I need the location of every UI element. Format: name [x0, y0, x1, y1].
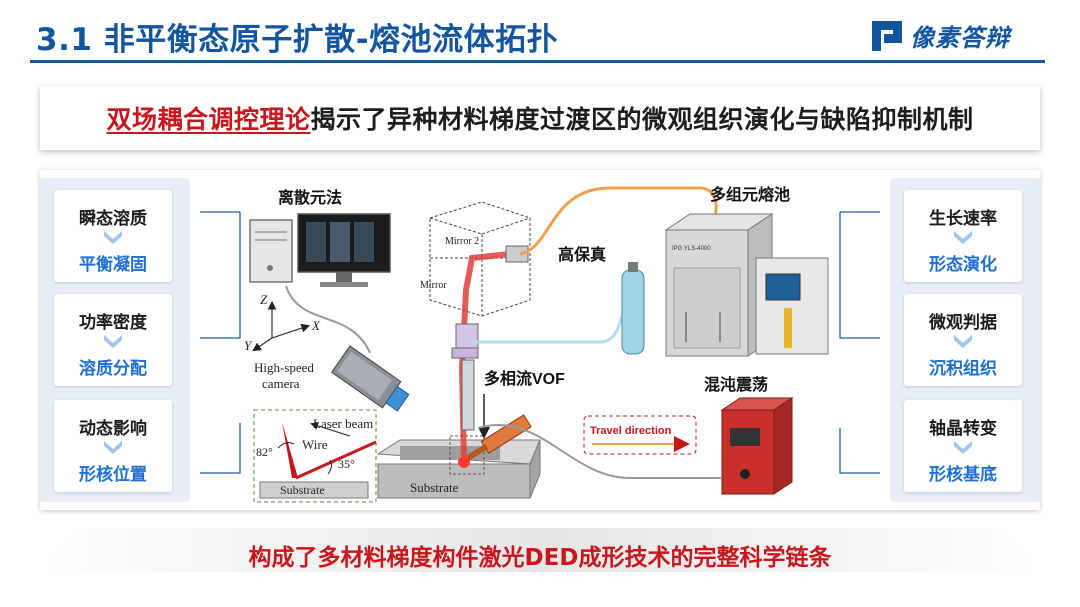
card-bottom-label: 形核基底 [929, 465, 997, 485]
gas-cylinder-icon [621, 262, 645, 355]
label-multi-pool: 多组元熔池 [710, 185, 790, 204]
label-vof: 多相流VOF [484, 369, 565, 388]
card-top-label: 轴晶转变 [929, 419, 997, 439]
chevron-down-icon [54, 332, 172, 350]
card-bottom-label: 形态演化 [929, 255, 997, 275]
laser-source-icon [664, 213, 829, 357]
mirror2-label: Mirror 2 [445, 236, 479, 247]
gas-line [472, 287, 632, 344]
card-bottom-label: 溶质分配 [79, 359, 147, 379]
label-high-fidelity: 高保真 [558, 245, 606, 264]
left-panel: 瞬态溶质 平衡凝固 功率密度 溶质分配 动态影响 形核位置 [40, 178, 190, 502]
subtitle-box: 双场耦合调控理论揭示了异种材料梯度过渡区的微观组织演化与缺陷抑制机制 [40, 86, 1040, 150]
left-card: 瞬态溶质 平衡凝固 [54, 190, 172, 282]
high-speed-camera-icon [330, 345, 410, 412]
logo: 像素答辩 [870, 18, 1010, 53]
card-top-label: 生长速率 [929, 209, 997, 229]
footer-banner: 构成了多材料梯度构件激光DED成形技术的完整科学链条 [40, 528, 1040, 584]
right-card: 微观判据 沉积组织 [904, 294, 1022, 386]
connector-arrows [200, 211, 880, 474]
card-top-label: 动态影响 [79, 419, 147, 439]
ipg-label: IPG YLS-4000 [672, 246, 711, 252]
axis-y-label: Y [244, 338, 253, 353]
subtitle-rest: 揭示了异种材料梯度过渡区的微观组织演化与缺陷抑制机制 [310, 105, 974, 134]
axis-z-label: Z [260, 292, 268, 307]
chevron-down-icon [904, 228, 1022, 246]
left-card: 功率密度 溶质分配 [54, 294, 172, 386]
right-card: 轴晶转变 形核基底 [904, 400, 1022, 492]
fiber-cable [519, 186, 718, 256]
subtitle: 双场耦合调控理论揭示了异种材料梯度过渡区的微观组织演化与缺陷抑制机制 [106, 100, 973, 136]
travel-direction-label: Travel direction [590, 425, 672, 437]
mirror-label: Mirror [420, 280, 447, 291]
chevron-down-icon [54, 438, 172, 456]
camera-label-line1: High-speed [254, 360, 314, 375]
angle-82-label: 82° [256, 445, 273, 459]
camera-cable [285, 285, 371, 354]
computer-icon [249, 213, 391, 287]
right-panel: 生长速率 形态演化 微观判据 沉积组织 轴晶转变 形核基底 [890, 178, 1040, 502]
label-discrete-element: 离散元法 [278, 188, 342, 207]
right-card: 生长速率 形态演化 [904, 190, 1022, 282]
card-top-label: 功率密度 [79, 313, 147, 333]
subtitle-highlight: 双场耦合调控理论 [106, 105, 311, 134]
footer-text: 构成了多材料梯度构件激光DED成形技术的完整科学链条 [248, 545, 832, 571]
footer-decoration [40, 528, 1040, 572]
logo-icon [870, 19, 906, 53]
chevron-down-icon [54, 228, 172, 246]
substrate-main-label: Substrate [410, 480, 459, 495]
wire-label: Wire [302, 437, 328, 452]
angle-35-label: 35° [338, 457, 355, 471]
chevron-down-icon [904, 438, 1022, 456]
card-top-label: 微观判据 [929, 313, 997, 333]
controller-icon [720, 397, 794, 495]
title-divider [30, 60, 1045, 63]
wire-feeder-icon [466, 414, 532, 461]
card-bottom-label: 沉积组织 [929, 359, 997, 379]
header: 3.1 非平衡态原子扩散-熔池流体拓扑 像素答辩 [0, 0, 1080, 70]
logo-text: 像素答辩 [910, 24, 1010, 52]
substrate-inset-label: Substrate [280, 483, 325, 497]
controller-cable [477, 424, 722, 480]
card-bottom-label: 形核位置 [79, 465, 147, 485]
axis-x-label: X [311, 318, 321, 333]
laser-beam-label: Laser beam [313, 416, 373, 431]
ded-setup-diagram: 离散元法 Z X Y High-speed camera L [200, 185, 880, 503]
page-title: 3.1 非平衡态原子扩散-熔池流体拓扑 [36, 22, 559, 58]
card-bottom-label: 平衡凝固 [79, 255, 147, 275]
coordinate-axes [252, 300, 311, 352]
label-mixing: 混沌震荡 [704, 375, 768, 394]
substrate-block [376, 439, 541, 499]
camera-label-line2: camera [262, 376, 300, 391]
card-top-label: 瞬态溶质 [79, 209, 147, 229]
angle-inset [253, 409, 377, 503]
melt-pool-marker [449, 435, 485, 475]
left-card: 动态影响 形核位置 [54, 400, 172, 492]
chevron-down-icon [904, 332, 1022, 350]
